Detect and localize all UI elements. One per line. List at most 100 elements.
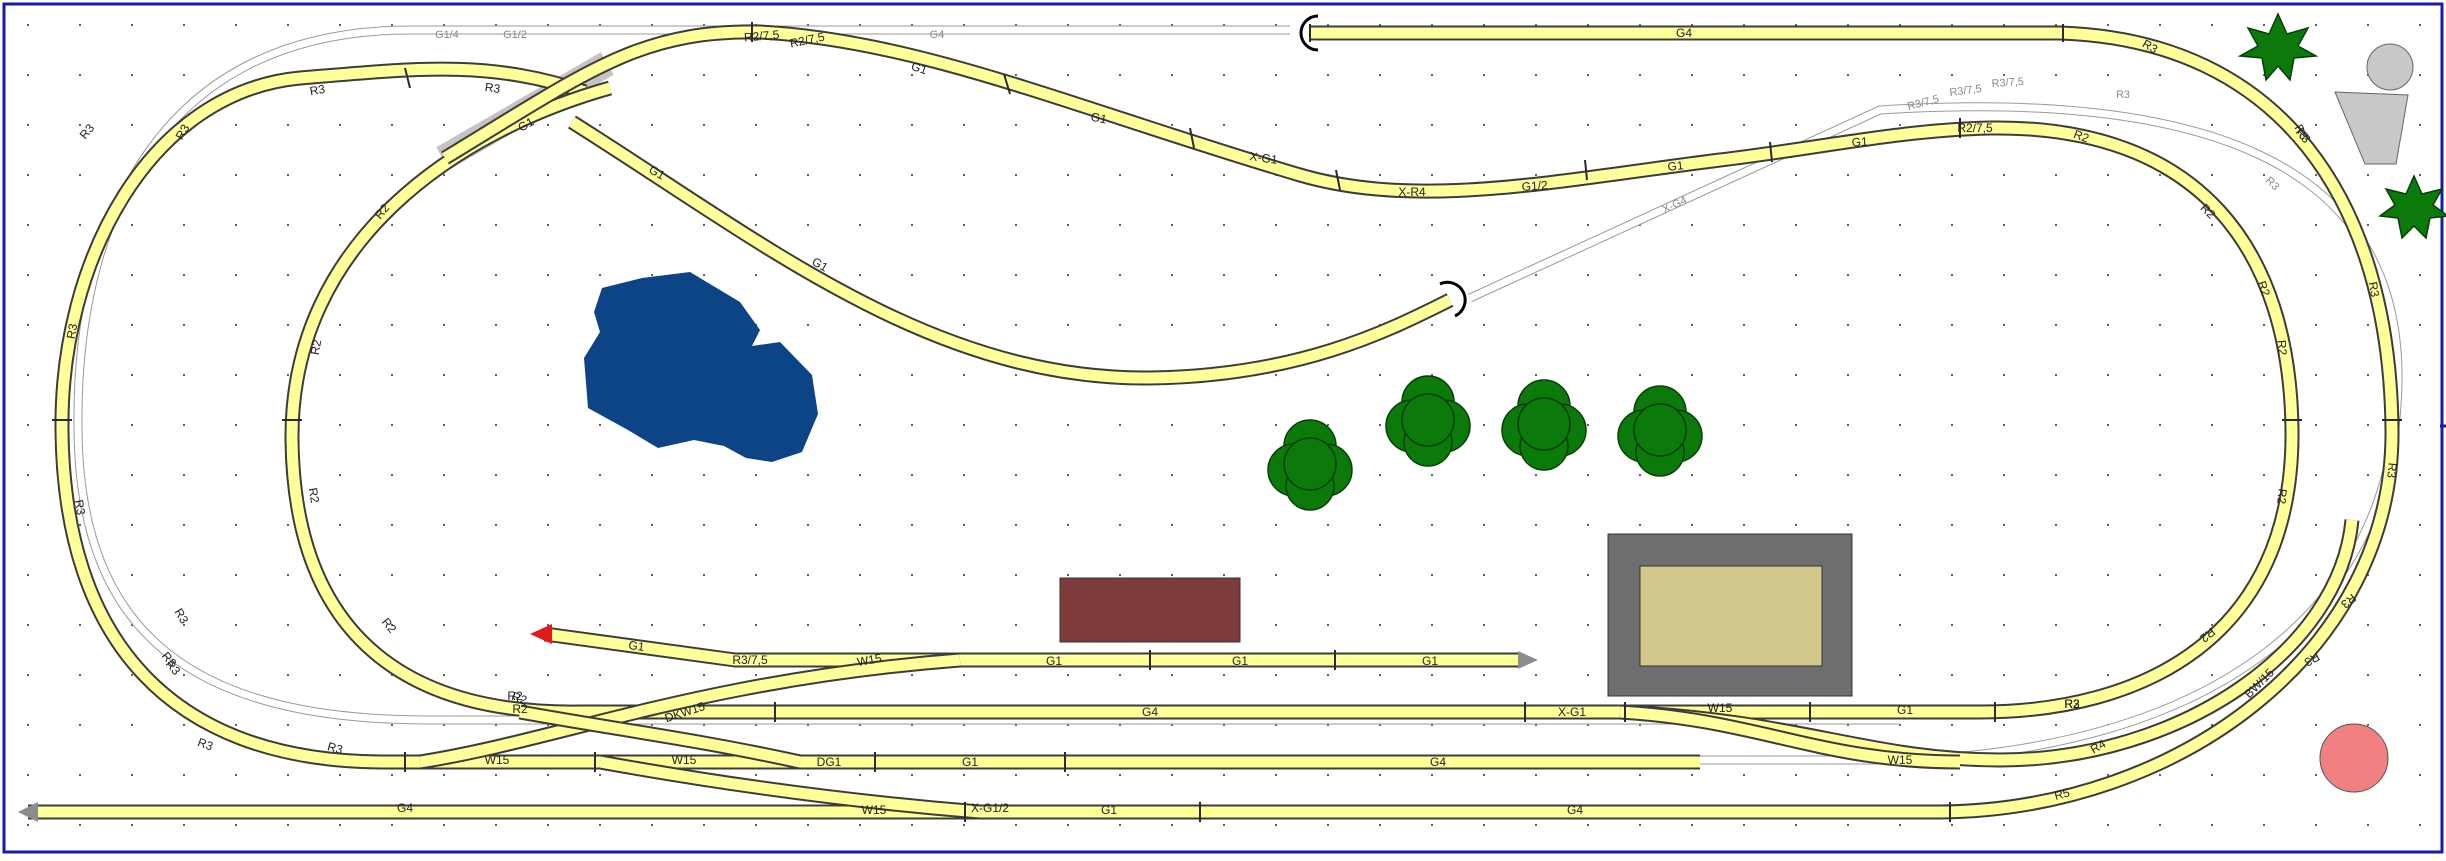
grid-dot — [1586, 523, 1590, 527]
grid-dot — [1222, 173, 1226, 177]
grid-dot — [962, 223, 966, 227]
grid-dot — [2002, 573, 2006, 577]
grid-dot — [1586, 773, 1590, 777]
grid-dot — [2262, 523, 2266, 527]
track-label: R3 — [2116, 89, 2130, 101]
red-building — [1059, 577, 1241, 643]
grid-dot — [2418, 773, 2422, 777]
grid-dot — [2366, 473, 2370, 477]
grid-dot — [182, 173, 186, 177]
grid-dot — [1742, 373, 1746, 377]
grid-dot — [2314, 423, 2318, 427]
grid-dot — [338, 773, 342, 777]
bumper-icon[interactable] — [1439, 280, 1467, 318]
grid-dot — [806, 773, 810, 777]
grid-dot — [1170, 73, 1174, 77]
grid-dot — [2366, 723, 2370, 727]
grid-dot — [1066, 423, 1070, 427]
grid-dot — [234, 323, 238, 327]
grid-dot — [2262, 323, 2266, 327]
grid-dot — [26, 123, 30, 127]
grid-dot — [1430, 273, 1434, 277]
grid-dot — [1898, 73, 1902, 77]
grid-dot — [1430, 323, 1434, 327]
grid-dot — [442, 823, 446, 827]
grid-dot — [130, 473, 134, 477]
grid-dot — [390, 123, 394, 127]
grid-dot — [1326, 773, 1330, 777]
grid-dot — [26, 423, 30, 427]
grid-dot — [1378, 523, 1382, 527]
grid-dot — [858, 623, 862, 627]
buffer-stops[interactable] — [1299, 14, 1467, 318]
grid-dot — [1274, 123, 1278, 127]
grid-dot — [234, 673, 238, 677]
grid-dot — [546, 573, 550, 577]
track-label: R3 — [2384, 462, 2399, 479]
grid-dot — [1118, 773, 1122, 777]
grid-dot — [1118, 473, 1122, 477]
grid-dot — [1534, 123, 1538, 127]
grid-dot — [2002, 273, 2006, 277]
grid-dot — [2210, 423, 2214, 427]
grid-dot — [702, 173, 706, 177]
grid-dot — [2210, 573, 2214, 577]
arrow-left-icon[interactable] — [18, 802, 38, 822]
grid-dot — [1846, 823, 1850, 827]
grid-dot — [442, 473, 446, 477]
track-label: R3/7,5 — [1991, 76, 2024, 90]
grid-dot — [2210, 673, 2214, 677]
grid-dot — [858, 823, 862, 827]
track-end-arrows[interactable] — [18, 624, 1538, 822]
grid-dot — [1066, 673, 1070, 677]
grid-dot — [1170, 323, 1174, 327]
grid-dot — [650, 473, 654, 477]
track-label: G1 — [1046, 654, 1062, 668]
grid-dot — [2158, 623, 2162, 627]
bumper-icon[interactable] — [1299, 14, 1319, 52]
track-label: W15 — [1888, 753, 1913, 767]
grid-dot — [1014, 473, 1018, 477]
grid-dot — [962, 573, 966, 577]
grid-dot — [702, 823, 706, 827]
grid-dot — [2314, 23, 2318, 27]
grid-dot — [1534, 673, 1538, 677]
grid-dot — [650, 823, 654, 827]
grid-dot — [1690, 373, 1694, 377]
grid-dot — [1222, 573, 1226, 577]
grid-dot — [26, 323, 30, 327]
grid-dot — [650, 673, 654, 677]
grid-dot — [1690, 773, 1694, 777]
grid-dot — [1742, 273, 1746, 277]
grid-dot — [2314, 573, 2318, 577]
grid-dot — [1898, 573, 1902, 577]
grid-dot — [2002, 623, 2006, 627]
arrow-right-icon[interactable] — [1518, 651, 1538, 669]
grid-dot — [702, 473, 706, 477]
grid-dot — [1846, 773, 1850, 777]
grid-dot — [130, 273, 134, 277]
track-label: R2 — [2064, 697, 2080, 711]
grid-dot — [1742, 423, 1746, 427]
grid-dot — [858, 223, 862, 227]
grid-dot — [702, 123, 706, 127]
grid-dot — [442, 173, 446, 177]
grid-dot — [1430, 773, 1434, 777]
grid-dot — [1482, 623, 1486, 627]
grid-dot — [702, 523, 706, 527]
grid-dot — [1898, 173, 1902, 177]
grid-dot — [2210, 773, 2214, 777]
grid-dot — [1534, 323, 1538, 327]
grid-dot — [650, 223, 654, 227]
grid-dot — [806, 173, 810, 177]
grid-dot — [1898, 673, 1902, 677]
grid-dot — [1638, 323, 1642, 327]
track-label: R2 — [2274, 339, 2289, 356]
main-tracks[interactable] — [28, 24, 2400, 820]
grid-dot — [338, 473, 342, 477]
grid-dot — [234, 273, 238, 277]
arrow-left-icon[interactable] — [530, 624, 552, 644]
